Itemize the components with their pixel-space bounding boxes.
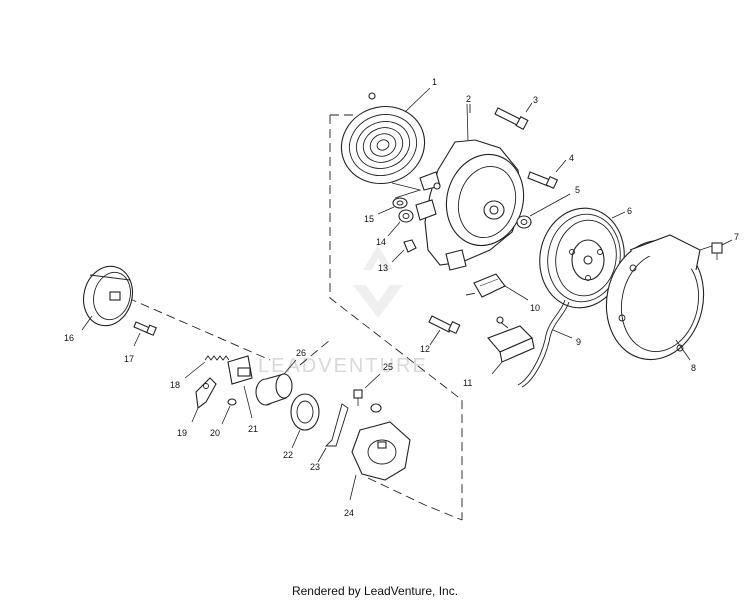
callout-labels: 1 2 3 4 5 6 7 8 9 10 11 12 13 14 15 16 1…: [64, 77, 739, 518]
part-pin-20: [221, 398, 237, 425]
callout-23: 23: [310, 462, 320, 472]
part-spring-wire: [317, 403, 349, 463]
callout-16: 16: [64, 333, 74, 343]
callout-24: 24: [344, 508, 354, 518]
callout-2: 2: [466, 94, 471, 104]
part-pawl: [473, 273, 529, 301]
watermark-text: LEADVENTURE: [258, 355, 428, 377]
callout-8: 8: [691, 363, 696, 373]
callout-21: 21: [248, 424, 258, 434]
callout-1: 1: [432, 77, 437, 87]
callout-3: 3: [533, 95, 538, 105]
callout-5: 5: [575, 185, 580, 195]
part-recoil-spring: [340, 87, 431, 185]
callout-17: 17: [124, 354, 134, 364]
callout-25: 25: [383, 362, 393, 372]
callout-6: 6: [627, 206, 632, 216]
part-nut-14: [387, 209, 414, 237]
part-cover: [605, 234, 713, 361]
part-rope: [517, 299, 573, 388]
part-plate: [349, 421, 411, 501]
callout-4: 4: [569, 153, 574, 163]
callout-15: 15: [364, 214, 374, 224]
watermark-logo: [353, 245, 403, 318]
part-lever: [191, 377, 217, 423]
callout-19: 19: [177, 428, 187, 438]
callout-13: 13: [378, 263, 388, 273]
callout-9: 9: [576, 337, 581, 347]
part-spring-18: [184, 355, 230, 379]
callout-10: 10: [530, 303, 540, 313]
callout-14: 14: [376, 237, 386, 247]
callout-11: 11: [463, 378, 472, 388]
callout-18: 18: [170, 380, 180, 390]
callout-26: 26: [296, 348, 306, 358]
part-starter-housing: [415, 103, 525, 271]
callout-7: 7: [734, 232, 739, 242]
part-cup: [81, 265, 133, 331]
part-handle: [487, 316, 535, 375]
callout-12: 12: [420, 344, 430, 354]
part-bolt-3: [494, 102, 533, 131]
part-pulley: [539, 207, 626, 309]
part-screw-25: [353, 373, 382, 413]
part-roller: [255, 359, 297, 406]
part-screw-17: [133, 321, 157, 347]
part-bolt-4: [527, 159, 567, 189]
callout-22: 22: [283, 450, 293, 460]
part-nut-13: [391, 239, 417, 263]
part-bolt-12: [428, 315, 461, 346]
part-washer-5: [516, 193, 571, 229]
part-screw-7: [711, 239, 733, 260]
footer-credit: Rendered by LeadVenture, Inc.: [291, 584, 459, 598]
part-ratchet: [290, 393, 320, 449]
dashed-guide-lines: [127, 104, 493, 521]
callout-20: 20: [210, 428, 220, 438]
part-washer-15: [377, 182, 422, 215]
part-bracket: [227, 355, 253, 419]
